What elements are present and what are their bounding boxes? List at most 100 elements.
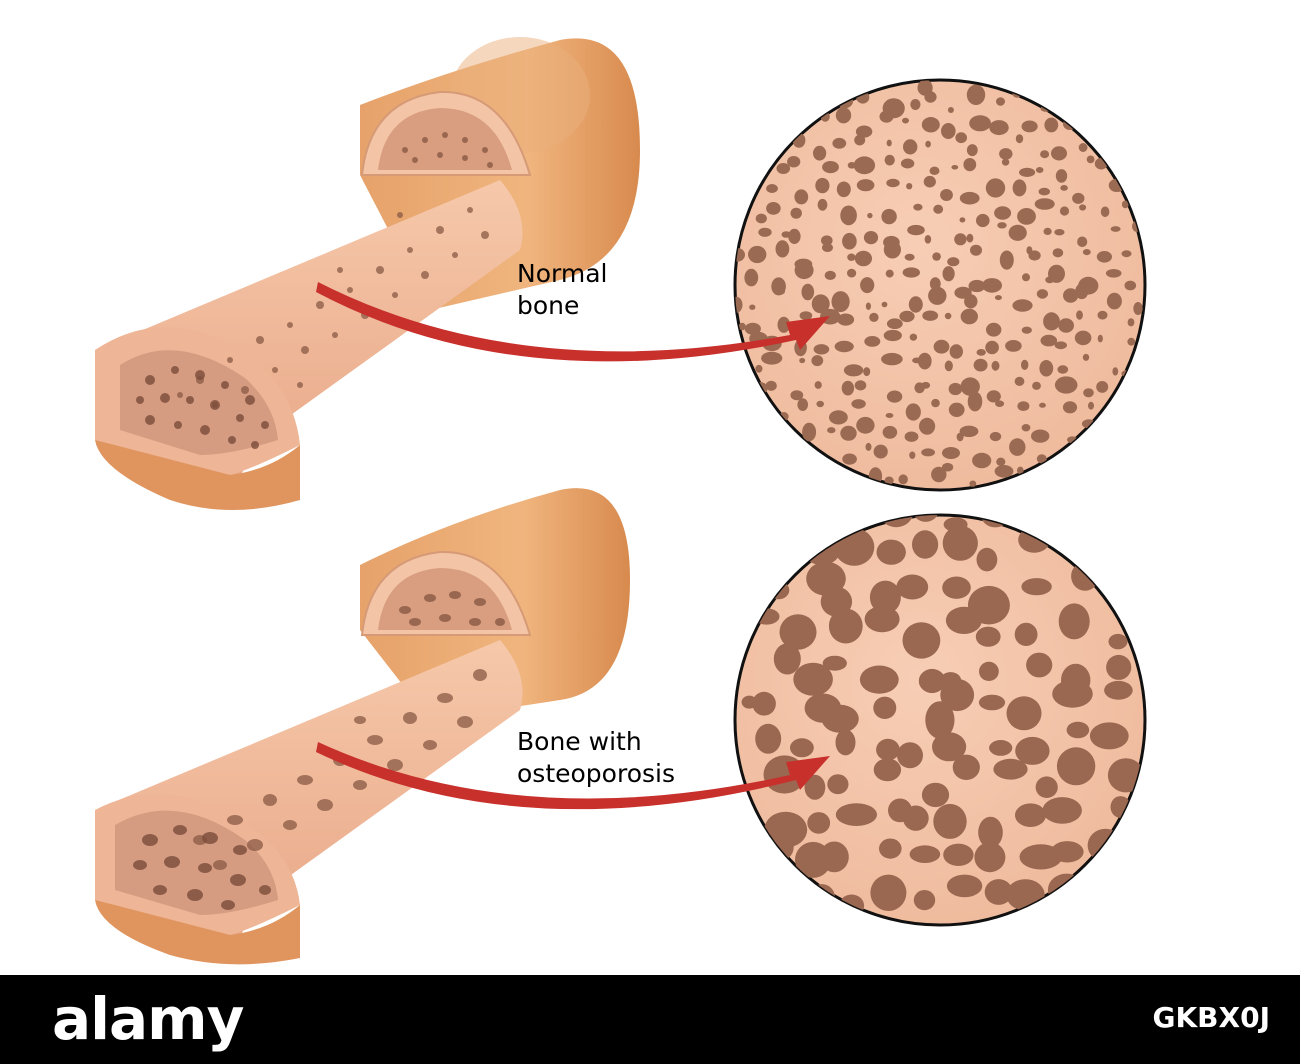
pore-mark [1058, 318, 1074, 333]
pore-mark [921, 782, 950, 808]
pore-mark [752, 691, 776, 716]
pore-mark [924, 91, 937, 103]
normal-bone-arrow [316, 282, 830, 362]
pore-mark [972, 452, 992, 469]
pore-mark [968, 279, 986, 293]
pore-mark [1097, 334, 1103, 343]
pore-mark [1006, 879, 1045, 911]
pore-mark [1038, 187, 1051, 196]
pore-mark [1112, 367, 1119, 376]
pore-mark [909, 451, 916, 459]
pore-mark [788, 228, 801, 244]
pore-mark [822, 655, 847, 671]
pore-mark [966, 84, 986, 106]
pore-mark [982, 278, 1002, 293]
pore-mark [1056, 747, 1096, 786]
pore-mark [1017, 401, 1030, 411]
pore-mark [1014, 376, 1025, 386]
pore-mark [1006, 696, 1042, 731]
pore-mark [883, 329, 902, 342]
pore-mark [976, 213, 990, 228]
pore-mark [994, 465, 1014, 478]
pore-mark [801, 283, 815, 301]
pore-mark [1110, 796, 1131, 818]
pore-mark [1008, 224, 1027, 241]
pore-mark [1021, 578, 1052, 596]
pore-mark [819, 841, 849, 873]
pore-mark [1104, 680, 1133, 700]
pore-mark [799, 311, 813, 320]
pore-mark [942, 525, 978, 561]
pore-mark [951, 165, 959, 170]
pore-mark [931, 466, 947, 483]
pore-mark [853, 156, 876, 175]
pore-mark [985, 178, 1006, 198]
pore-mark [1015, 134, 1024, 144]
pore-mark [1051, 841, 1084, 863]
pore-mark [1005, 340, 1022, 352]
pore-mark [1039, 360, 1054, 377]
pore-mark [949, 344, 963, 359]
pore-mark [985, 340, 999, 355]
pore-mark [909, 845, 941, 863]
pore-mark [997, 222, 1007, 229]
pore-mark [802, 422, 817, 442]
normal-bone-magnified [733, 78, 1147, 492]
pore-mark [822, 243, 833, 253]
pore-mark [959, 425, 979, 437]
pore-mark [906, 183, 913, 190]
pore-mark [1086, 155, 1095, 164]
pore-mark [1012, 179, 1027, 197]
pore-mark [873, 696, 897, 719]
label-osteoporosis-bone-text: Bone with osteoporosis [517, 727, 675, 788]
pore-mark [824, 270, 836, 280]
pore-mark [1100, 206, 1110, 218]
pore-mark [735, 296, 743, 313]
pore-mark [957, 80, 969, 81]
pore-mark [1127, 337, 1136, 346]
pore-mark [975, 626, 1001, 647]
pore-mark [840, 205, 857, 226]
pore-mark [886, 318, 903, 330]
pore-mark [943, 843, 974, 866]
pore-mark [947, 107, 954, 113]
pore-mark [918, 668, 946, 694]
pore-mark [933, 204, 944, 214]
pore-mark [814, 381, 822, 389]
pore-mark [1017, 208, 1036, 225]
pore-mark [1015, 803, 1046, 827]
pore-mark [995, 400, 1005, 408]
pore-mark [1014, 622, 1038, 647]
pore-mark [947, 257, 960, 267]
pore-mark [1021, 120, 1038, 133]
pore-mark [851, 399, 866, 409]
pore-mark [994, 206, 1012, 220]
pore-mark [978, 694, 1006, 711]
pore-mark [999, 148, 1013, 160]
pore-mark [1083, 388, 1094, 398]
pore-mark [755, 723, 782, 754]
pore-mark [898, 474, 908, 485]
pore-mark [817, 198, 828, 211]
pore-mark [942, 266, 955, 282]
pore-mark [799, 357, 806, 364]
pore-mark [744, 268, 759, 287]
pore-mark [1089, 722, 1129, 750]
pore-mark [765, 380, 777, 391]
pore-mark [827, 774, 849, 795]
pore-mark [1042, 797, 1082, 824]
label-normal-bone: Normal bone [517, 258, 607, 322]
pore-mark [847, 253, 856, 261]
pore-mark [1048, 264, 1065, 283]
pore-mark [986, 390, 1001, 403]
pore-mark [960, 377, 980, 396]
pore-mark [954, 233, 967, 246]
pore-mark [794, 126, 801, 132]
pore-mark [842, 232, 857, 250]
pore-mark [790, 738, 814, 758]
pore-mark [1121, 250, 1132, 258]
pore-mark [955, 132, 967, 144]
pore-mark [1012, 299, 1033, 312]
pore-mark [854, 134, 866, 146]
brand-logo: alamy [52, 985, 244, 1053]
